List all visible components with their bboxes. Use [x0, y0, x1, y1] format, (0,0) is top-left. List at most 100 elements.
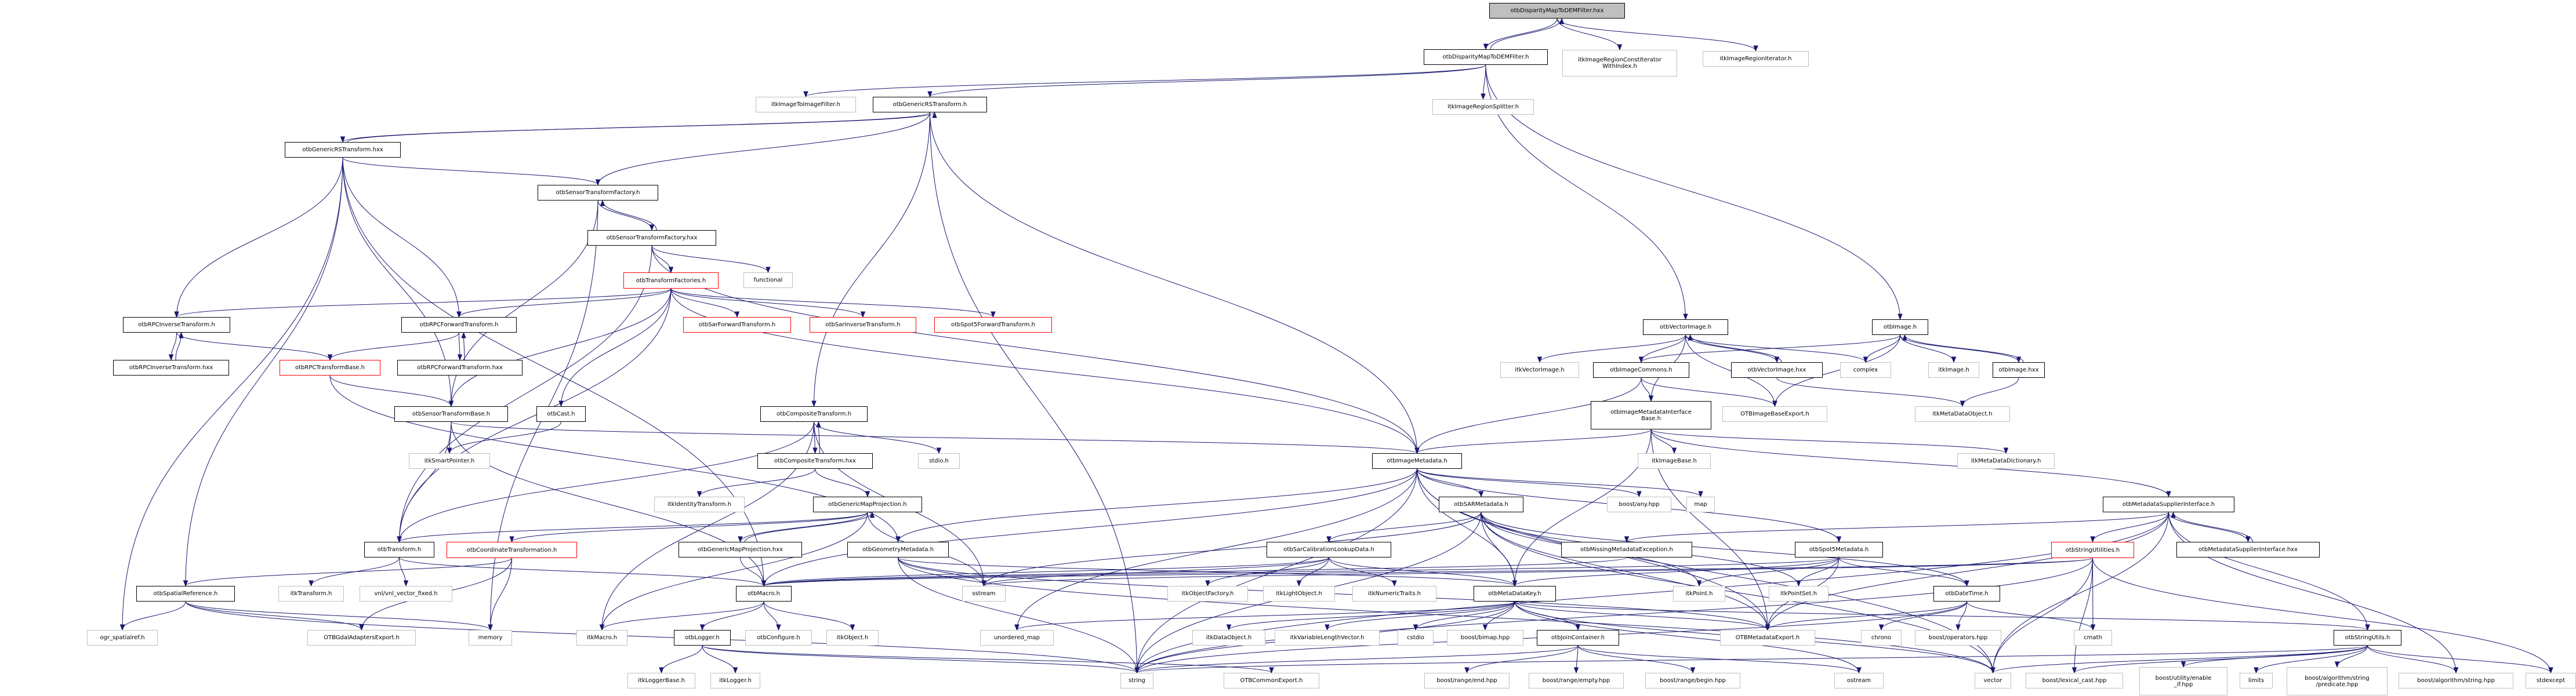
graph-node-itki2i[interactable]: itkImageToImageFilter.h: [756, 97, 856, 112]
graph-node-imd[interactable]: otbImageMetadata.h: [1372, 453, 1462, 469]
graph-node-itklogger[interactable]: itkLogger.h: [710, 673, 760, 688]
graph-node-sarcal[interactable]: otbSarCalibrationLookupData.h: [1267, 542, 1391, 557]
graph-node-join[interactable]: otbJoinContainer.h: [1537, 630, 1619, 646]
graph-node-rempty[interactable]: boost/range/empty.hpp: [1529, 673, 1624, 688]
graph-node-mdkey[interactable]: otbMetaDataKey.h: [1474, 586, 1556, 602]
graph-node-imgbexp[interactable]: OTBImageBaseExport.h: [1722, 406, 1827, 422]
graph-node-itkmdo[interactable]: itkMetaDataObject.h: [1915, 406, 2010, 422]
graph-node-enableif[interactable]: boost/utility/enable _if.hpp: [2139, 667, 2227, 695]
graph-node-memory[interactable]: memory: [469, 630, 512, 646]
graph-node-rbegin[interactable]: boost/range/begin.hpp: [1645, 673, 1740, 688]
graph-node-vimg-hxx[interactable]: otbVectorImage.hxx: [1731, 362, 1823, 378]
graph-node-cmath[interactable]: cmath: [2074, 630, 2112, 646]
graph-node-mme[interactable]: otbMissingMetadataException.h: [1561, 542, 1692, 557]
graph-node-itkps[interactable]: itkPointSet.h: [1769, 586, 1828, 602]
graph-node-rpcfwd-hxx[interactable]: otbRPCForwardTransform.hxx: [397, 360, 523, 376]
graph-node-itkri[interactable]: itkImageRegionIterator.h: [1703, 51, 1809, 67]
graph-node-logger[interactable]: otbLogger.h: [674, 630, 731, 646]
graph-node-cast[interactable]: otbCast.h: [536, 406, 586, 422]
graph-node-gmp-hxx[interactable]: otbGenericMapProjection.hxx: [679, 542, 802, 557]
graph-node-itkvlv[interactable]: itkVariableLengthVector.h: [1275, 630, 1380, 646]
graph-node-gmp[interactable]: otbGenericMapProjection.h: [813, 497, 922, 512]
graph-node-predicate[interactable]: boost/algorithm/string /predicate.hpp: [2287, 667, 2388, 695]
graph-node-rpcinv[interactable]: otbRPCInverseTransform.h: [123, 317, 230, 333]
graph-node-vector[interactable]: vector: [1975, 673, 2011, 688]
graph-node-chrono[interactable]: chrono: [1861, 630, 1902, 646]
graph-node-comp-hxx[interactable]: otbCompositeTransform.hxx: [757, 453, 873, 469]
graph-node-itkimgbase[interactable]: itkImageBase.h: [1638, 453, 1711, 469]
graph-node-stdexcept[interactable]: stdexcept: [2526, 673, 2576, 688]
graph-node-ostream[interactable]: ostream: [1834, 673, 1884, 688]
graph-node-itkvi[interactable]: itkVectorImage.h: [1500, 362, 1579, 378]
graph-node-complex[interactable]: complex: [1840, 362, 1891, 378]
graph-node-spot5fwd[interactable]: otbSpot5ForwardTransform.h: [934, 317, 1052, 333]
graph-node-itkrciwi[interactable]: itkImageRegionConstIterator WithIndex.h: [1562, 50, 1677, 76]
graph-node-functional[interactable]: functional: [743, 272, 793, 288]
graph-node-macro[interactable]: otbMacro.h: [736, 586, 792, 602]
graph-node-itkimage[interactable]: itkImage.h: [1928, 362, 1979, 378]
graph-node-itkmdd[interactable]: itkMetaDataDictionary.h: [1957, 453, 2055, 469]
graph-node-itkdo[interactable]: itkDataObject.h: [1192, 630, 1265, 646]
graph-node-coordtr[interactable]: otbCoordinateTransformation.h: [447, 542, 577, 558]
graph-node-commonexp[interactable]: OTBCommonExport.h: [1224, 673, 1319, 688]
graph-node-gdalexp[interactable]: OTBGdalAdaptersExport.h: [307, 630, 416, 646]
graph-node-comp[interactable]: otbCompositeTransform.h: [760, 406, 868, 422]
graph-node-itkmacro[interactable]: itkMacro.h: [576, 630, 627, 646]
graph-node-stdio[interactable]: stdio.h: [918, 453, 960, 469]
graph-node-lexcast[interactable]: boost/lexical_cast.hpp: [2026, 673, 2123, 688]
graph-node-limits[interactable]: limits: [2240, 673, 2273, 688]
graph-node-itkpoint[interactable]: itkPoint.h: [1673, 586, 1725, 602]
graph-node-grs-hxx[interactable]: otbGenericRSTransform.hxx: [285, 142, 401, 158]
graph-node-dmf-h[interactable]: otbDisparityMapToDEMFilter.h: [1424, 49, 1548, 65]
graph-node-mdexp[interactable]: OTBMetadataExport.h: [1720, 630, 1815, 646]
graph-node-strutils[interactable]: otbStringUtils.h: [2334, 630, 2401, 646]
graph-node-transform[interactable]: otbTransform.h: [364, 542, 434, 557]
graph-node-datetime[interactable]: otbDateTime.h: [1933, 586, 2000, 602]
graph-node-rpcinv-hxx[interactable]: otbRPCInverseTransform.hxx: [113, 360, 229, 376]
graph-node-msi[interactable]: otbMetadataSupplierInterface.h: [2103, 497, 2234, 512]
graph-node-tfac[interactable]: otbTransformFactories.h: [623, 272, 719, 289]
graph-node-img-hxx[interactable]: otbImage.hxx: [1993, 362, 2045, 378]
graph-node-itkof[interactable]: itkObjectFactory.h: [1167, 586, 1248, 602]
graph-node-umap[interactable]: unordered_map: [980, 630, 1054, 646]
graph-node-smartptr[interactable]: itkSmartPointer.h: [409, 453, 490, 469]
graph-node-imgcom[interactable]: otbImageCommons.h: [1593, 362, 1689, 378]
graph-node-sarfwd[interactable]: otbSarForwardTransform.h: [683, 317, 791, 333]
graph-node-bitmap[interactable]: boost/bimap.hpp: [1447, 630, 1523, 646]
graph-node-itktr[interactable]: itkTransform.h: [278, 586, 344, 602]
graph-node-spref[interactable]: otbSpatialReference.h: [136, 586, 235, 602]
graph-node-vnlvf[interactable]: vnl/vnl_vector_fixed.h: [360, 586, 452, 602]
graph-node-spot5md[interactable]: otbSpot5Metadata.h: [1795, 542, 1883, 557]
graph-node-map[interactable]: map: [1686, 497, 1715, 512]
graph-node-itkobj[interactable]: itkObject.h: [826, 630, 879, 646]
graph-node-cstdio[interactable]: cstdio: [1398, 630, 1434, 646]
graph-node-msi-hxx[interactable]: otbMetadataSupplierInterface.hxx: [2176, 542, 2320, 557]
graph-node-root[interactable]: otbDisparityMapToDEMFilter.hxx: [1489, 3, 1625, 19]
graph-node-boostops[interactable]: boost/operators.hpp: [1915, 630, 2001, 646]
graph-node-algstr[interactable]: boost/algorithm/string.hpp: [2399, 673, 2513, 688]
graph-node-itkrs[interactable]: itkImageRegionSplitter.h: [1432, 99, 1534, 115]
graph-node-itkidt[interactable]: itkIdentityTransform.h: [654, 497, 745, 512]
graph-node-sarmd[interactable]: otbSARMetadata.h: [1439, 497, 1523, 512]
graph-node-sarinv[interactable]: otbSarInverseTransform.h: [810, 317, 916, 333]
graph-node-ogr[interactable]: ogr_spatialref.h: [87, 630, 158, 646]
graph-node-img[interactable]: otbImage.h: [1872, 319, 1928, 335]
graph-node-sstream[interactable]: sstream: [962, 586, 1006, 602]
graph-node-stf-h[interactable]: otbSensorTransformFactory.h: [538, 185, 658, 201]
graph-node-rpcfwd[interactable]: otbRPCForwardTransform.h: [401, 317, 517, 333]
graph-node-rend[interactable]: boost/range/end.hpp: [1424, 673, 1510, 688]
graph-node-grs-h[interactable]: otbGenericRSTransform.h: [873, 97, 987, 112]
graph-node-itklb[interactable]: itkLoggerBase.h: [627, 673, 695, 688]
graph-node-boostany[interactable]: boost/any.hpp: [1607, 497, 1671, 512]
graph-node-stf-hxx[interactable]: otbSensorTransformFactory.hxx: [587, 230, 716, 246]
graph-node-string[interactable]: string: [1120, 673, 1153, 688]
graph-node-config[interactable]: otbConfigure.h: [745, 630, 812, 646]
graph-node-itknt[interactable]: itkNumericTraits.h: [1352, 586, 1436, 602]
graph-node-itklo[interactable]: itkLightObject.h: [1263, 586, 1335, 602]
graph-node-geommd[interactable]: otbGeometryMetadata.h: [847, 542, 949, 557]
graph-node-rpcbase[interactable]: otbRPCTransformBase.h: [280, 360, 380, 376]
graph-node-vimg[interactable]: otbVectorImage.h: [1643, 319, 1728, 335]
graph-node-imib[interactable]: otbImageMetadataInterface Base.h: [1591, 401, 1711, 429]
graph-node-strutil[interactable]: otbStringUtilities.h: [2051, 542, 2134, 558]
graph-node-stbase[interactable]: otbSensorTransformBase.h: [394, 406, 508, 422]
